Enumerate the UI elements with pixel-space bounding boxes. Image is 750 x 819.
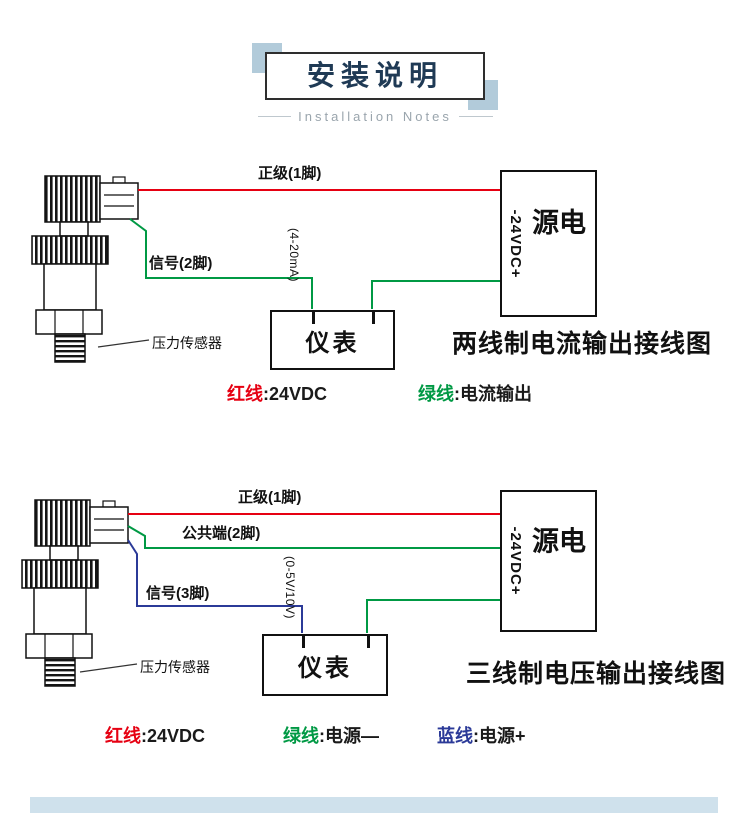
power-label-1: 电源 (528, 207, 585, 244)
legend-green-value-1: :电流输出 (454, 384, 532, 404)
meter-terminal-right-2 (367, 635, 370, 648)
wire-label-signal-1: 信号(2脚) (149, 255, 213, 272)
power-terminal-label-2: -24VDC+ (507, 526, 524, 596)
wire-label-common-2: 公共端(2脚) (182, 525, 261, 542)
power-terminal-label-1: -24VDC+ (507, 208, 524, 279)
page-subtitle: Installation Notes (298, 109, 452, 124)
legend-blue-name-2: 蓝线 (437, 726, 473, 746)
legend-green-1: 绿线:电流输出 (418, 380, 532, 406)
legend-red-name-2: 红线 (105, 726, 141, 746)
caption-diagram-2: 三线制电压输出接线图 (466, 660, 727, 688)
meter-label-1: 仪表 (305, 329, 360, 357)
meter-terminal-right-1 (372, 311, 375, 324)
blue-wire-signal-2 (127, 539, 303, 633)
green-wire-signal-1 (129, 218, 313, 309)
legend-red-2: 红线:24VDC (105, 722, 205, 748)
sensor-leader-line-2 (79, 663, 138, 673)
wire-label-range-1: (4-20mA) (287, 228, 301, 283)
title-block: 安装说明 (251, 43, 498, 110)
meter-box-1: 仪表 (270, 310, 395, 370)
bottom-decor-bar (30, 797, 718, 813)
subtitle-row: Installation Notes (257, 109, 493, 124)
header: 安装说明 Installation Notes (0, 43, 750, 124)
subtitle-line-left (257, 116, 292, 117)
caption-diagram-1: 两线制电流输出接线图 (452, 330, 713, 358)
legend-green-name-1: 绿线 (418, 384, 454, 404)
legend-red-value-2: :24VDC (141, 726, 206, 746)
green-wire-meter-to-power-2 (366, 599, 502, 633)
power-label-2: 电源 (528, 526, 585, 563)
wire-label-positive-2: 正级(1脚) (238, 489, 302, 506)
sensor-label-2: 压力传感器 (140, 659, 210, 675)
wire-label-positive-1: 正级(1脚) (258, 165, 322, 182)
sensor-leader-line-1 (97, 339, 150, 348)
meter-box-2: 仪表 (262, 634, 388, 696)
meter-terminal-left-2 (302, 635, 305, 648)
power-supply-box-1: -24VDC+ 电源 (500, 170, 597, 317)
legend-red-name-1: 红线 (227, 384, 263, 404)
legend-green-name-2: 绿线 (283, 726, 319, 746)
green-wire-common-2 (127, 525, 502, 549)
pressure-sensor-drawing-2 (21, 499, 129, 687)
power-supply-box-2: -24VDC+ 电源 (500, 490, 597, 632)
green-wire-meter-to-power-1 (371, 280, 502, 309)
sensor-label-1: 压力传感器 (152, 335, 222, 351)
legend-blue-2: 蓝线:电源+ (437, 722, 526, 748)
legend-green-value-2: :电源— (319, 726, 379, 746)
wire-label-signal-2: 信号(3脚) (146, 585, 210, 602)
pressure-sensor-drawing-1 (31, 175, 139, 363)
meter-label-2: 仪表 (298, 654, 352, 682)
legend-blue-value-2: :电源+ (473, 726, 526, 746)
subtitle-line-right (458, 116, 493, 117)
meter-terminal-left-1 (312, 311, 315, 324)
wire-label-range-2: (0-5V/10V) (283, 556, 297, 620)
legend-red-1: 红线:24VDC (227, 380, 327, 406)
legend-green-2: 绿线:电源— (283, 722, 379, 748)
legend-red-value-1: :24VDC (263, 384, 328, 404)
page-title: 安装说明 (264, 52, 485, 100)
